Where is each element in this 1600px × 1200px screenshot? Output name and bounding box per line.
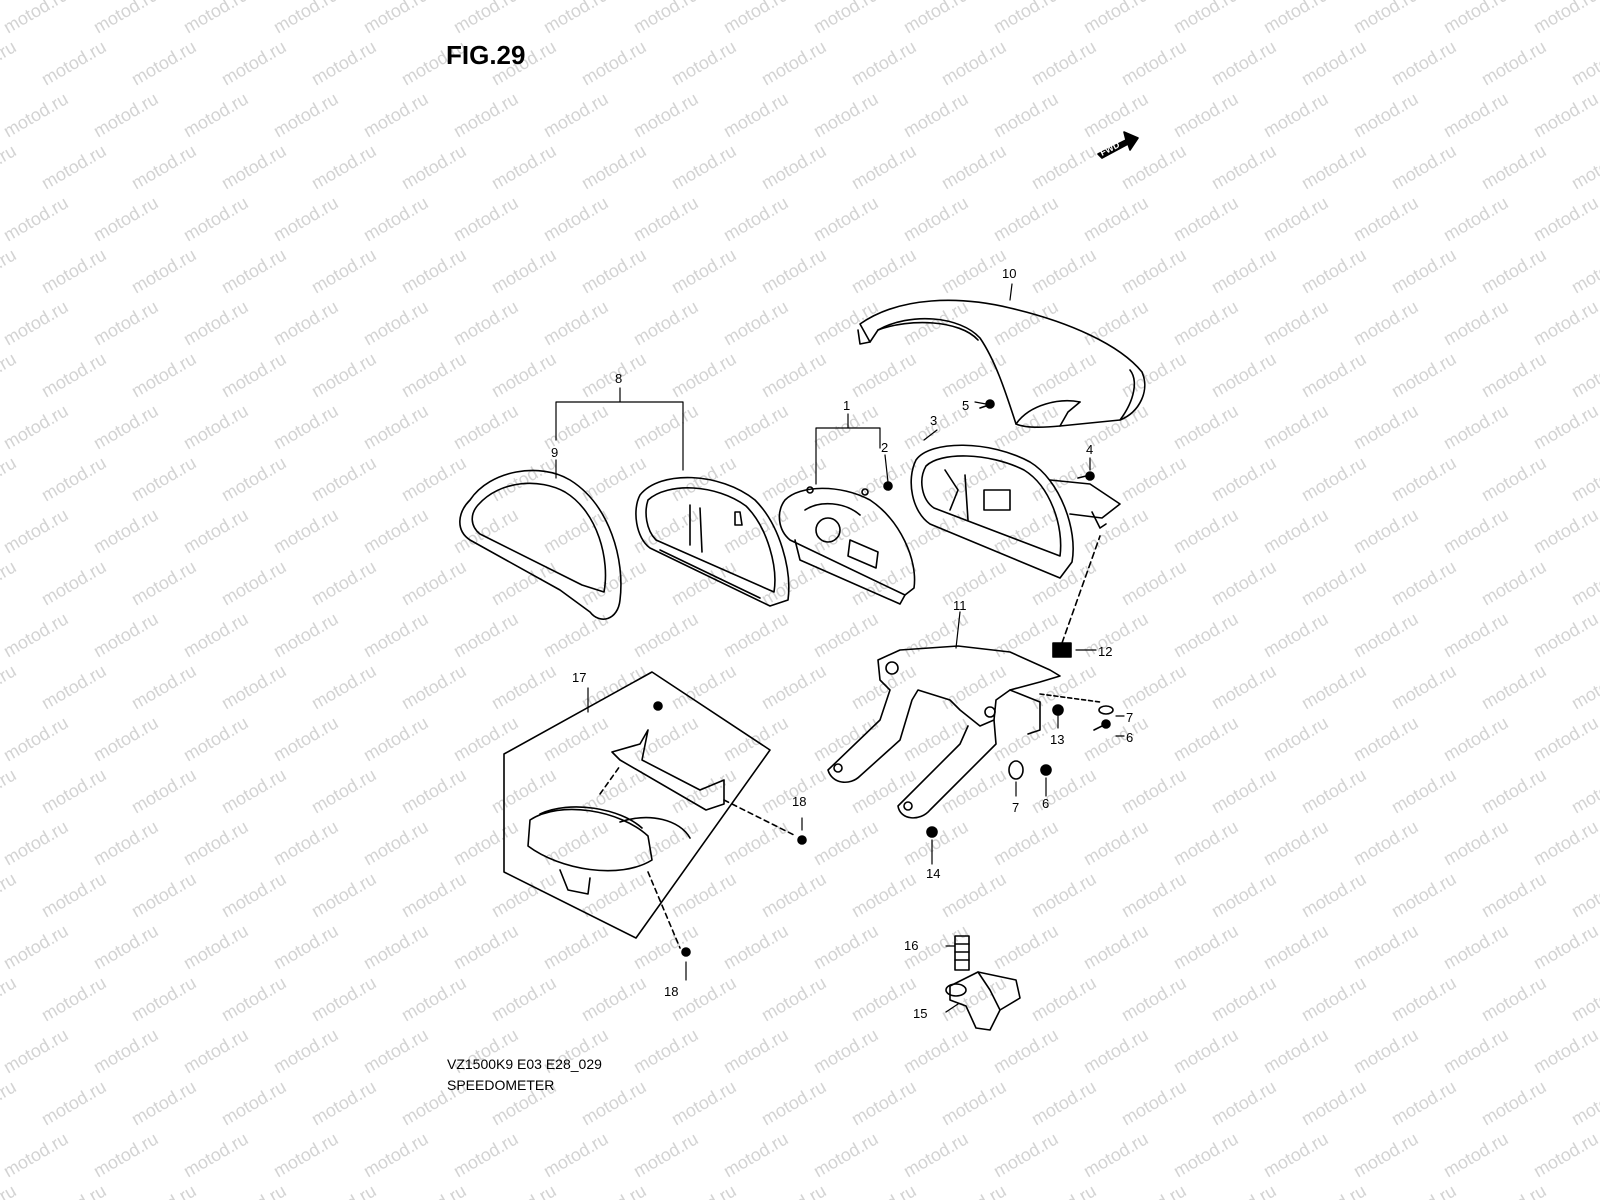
callout-14: 14: [926, 866, 940, 881]
callout-2: 2: [881, 440, 888, 455]
callout-9: 9: [551, 445, 558, 460]
screw-part-4: [1077, 471, 1095, 481]
bolt-part-6b: [1040, 764, 1052, 776]
callout-8: 8: [615, 371, 622, 386]
callout-10: 10: [1002, 266, 1016, 281]
meter-cover-part: [857, 299, 1146, 429]
callout-6a: 6: [1126, 730, 1133, 745]
bolt-part-14: [926, 826, 938, 838]
grommet-part: [1052, 535, 1101, 658]
figure-title: FIG.29: [446, 40, 526, 70]
speed-sensor-part: [945, 971, 1021, 1031]
bolt-part-16: [954, 935, 970, 971]
washer-part-7b: [1008, 760, 1024, 780]
callout-5: 5: [962, 398, 969, 413]
callout-15: 15: [913, 1006, 927, 1021]
meter-bracket-part: [827, 645, 1061, 819]
callout-6b: 6: [1042, 796, 1049, 811]
washer-part-7a: [1098, 705, 1114, 715]
callout-17: 17: [572, 670, 586, 685]
meter-lens-part: [635, 476, 790, 607]
callout-7b: 7: [1012, 800, 1019, 815]
callout-13: 13: [1050, 732, 1064, 747]
callout-1: 1: [843, 398, 850, 413]
callout-4: 4: [1086, 442, 1093, 457]
screw-part-6a: [1093, 719, 1111, 731]
meter-case-part: [910, 444, 1121, 579]
screw-part-2: [883, 481, 893, 491]
callout-11: 11: [953, 598, 967, 613]
callout-12: 12: [1098, 644, 1112, 659]
callout-3: 3: [930, 413, 937, 428]
diagram-code: VZ1500K9 E03 E28_029: [447, 1056, 602, 1072]
diagram-caption: SPEEDOMETER: [447, 1077, 555, 1093]
callout-7a: 7: [1126, 710, 1133, 725]
leader-lines: [555, 283, 1125, 1013]
fwd-label: FWD: [1098, 139, 1121, 157]
fwd-arrow-icon: FWD: [1097, 131, 1139, 159]
meter-bezel-part: [459, 469, 622, 620]
callout-16: 16: [904, 938, 918, 953]
indicator-assembly-part: [503, 671, 807, 957]
screw-part-5: [979, 399, 995, 409]
bolt-part-13: [1052, 704, 1064, 716]
callout-18b: 18: [664, 984, 678, 999]
callout-18a: 18: [792, 794, 806, 809]
meter-unit-part: [778, 486, 916, 605]
